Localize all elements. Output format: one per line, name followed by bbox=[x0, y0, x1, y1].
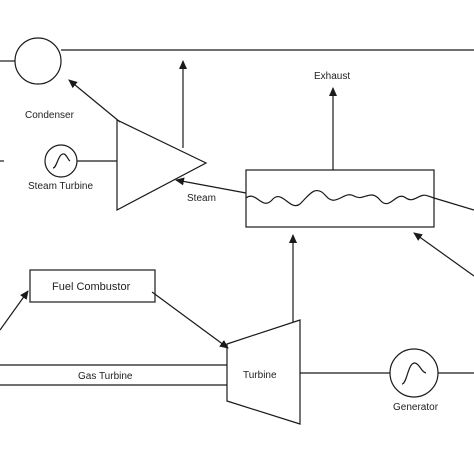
gas-turbine-shape bbox=[226, 319, 301, 425]
steam-label: Steam bbox=[187, 193, 216, 204]
air-to-combustor-arrow bbox=[0, 290, 29, 331]
steam-arrow bbox=[175, 177, 247, 194]
generator-label: Generator bbox=[393, 402, 439, 413]
turbine-label: Turbine bbox=[243, 370, 277, 381]
steam-turbine-generator-circle bbox=[44, 144, 78, 178]
combustor-to-turbine-arrow bbox=[151, 291, 229, 349]
fuel-combustor-label: Fuel Combustor bbox=[52, 281, 131, 293]
heat-exchanger-coil bbox=[245, 190, 435, 207]
coil-outlet-line bbox=[433, 197, 474, 211]
steam-turbine-sine-icon bbox=[52, 153, 71, 169]
turbine-to-condenser-arrow bbox=[68, 79, 121, 123]
condenser-circle bbox=[14, 37, 62, 85]
generator-sine-icon bbox=[401, 362, 427, 385]
generator-circle bbox=[389, 348, 439, 398]
steam-turbine-triangle bbox=[116, 119, 208, 211]
exhaust-label: Exhaust bbox=[314, 71, 350, 82]
gas-turbine-label: Gas Turbine bbox=[78, 371, 133, 382]
steam-turbine-label: Steam Turbine bbox=[28, 181, 93, 192]
fuel-combustor-box bbox=[29, 269, 156, 303]
inlet-arrow bbox=[413, 232, 474, 277]
condenser-label: Condenser bbox=[25, 110, 75, 121]
